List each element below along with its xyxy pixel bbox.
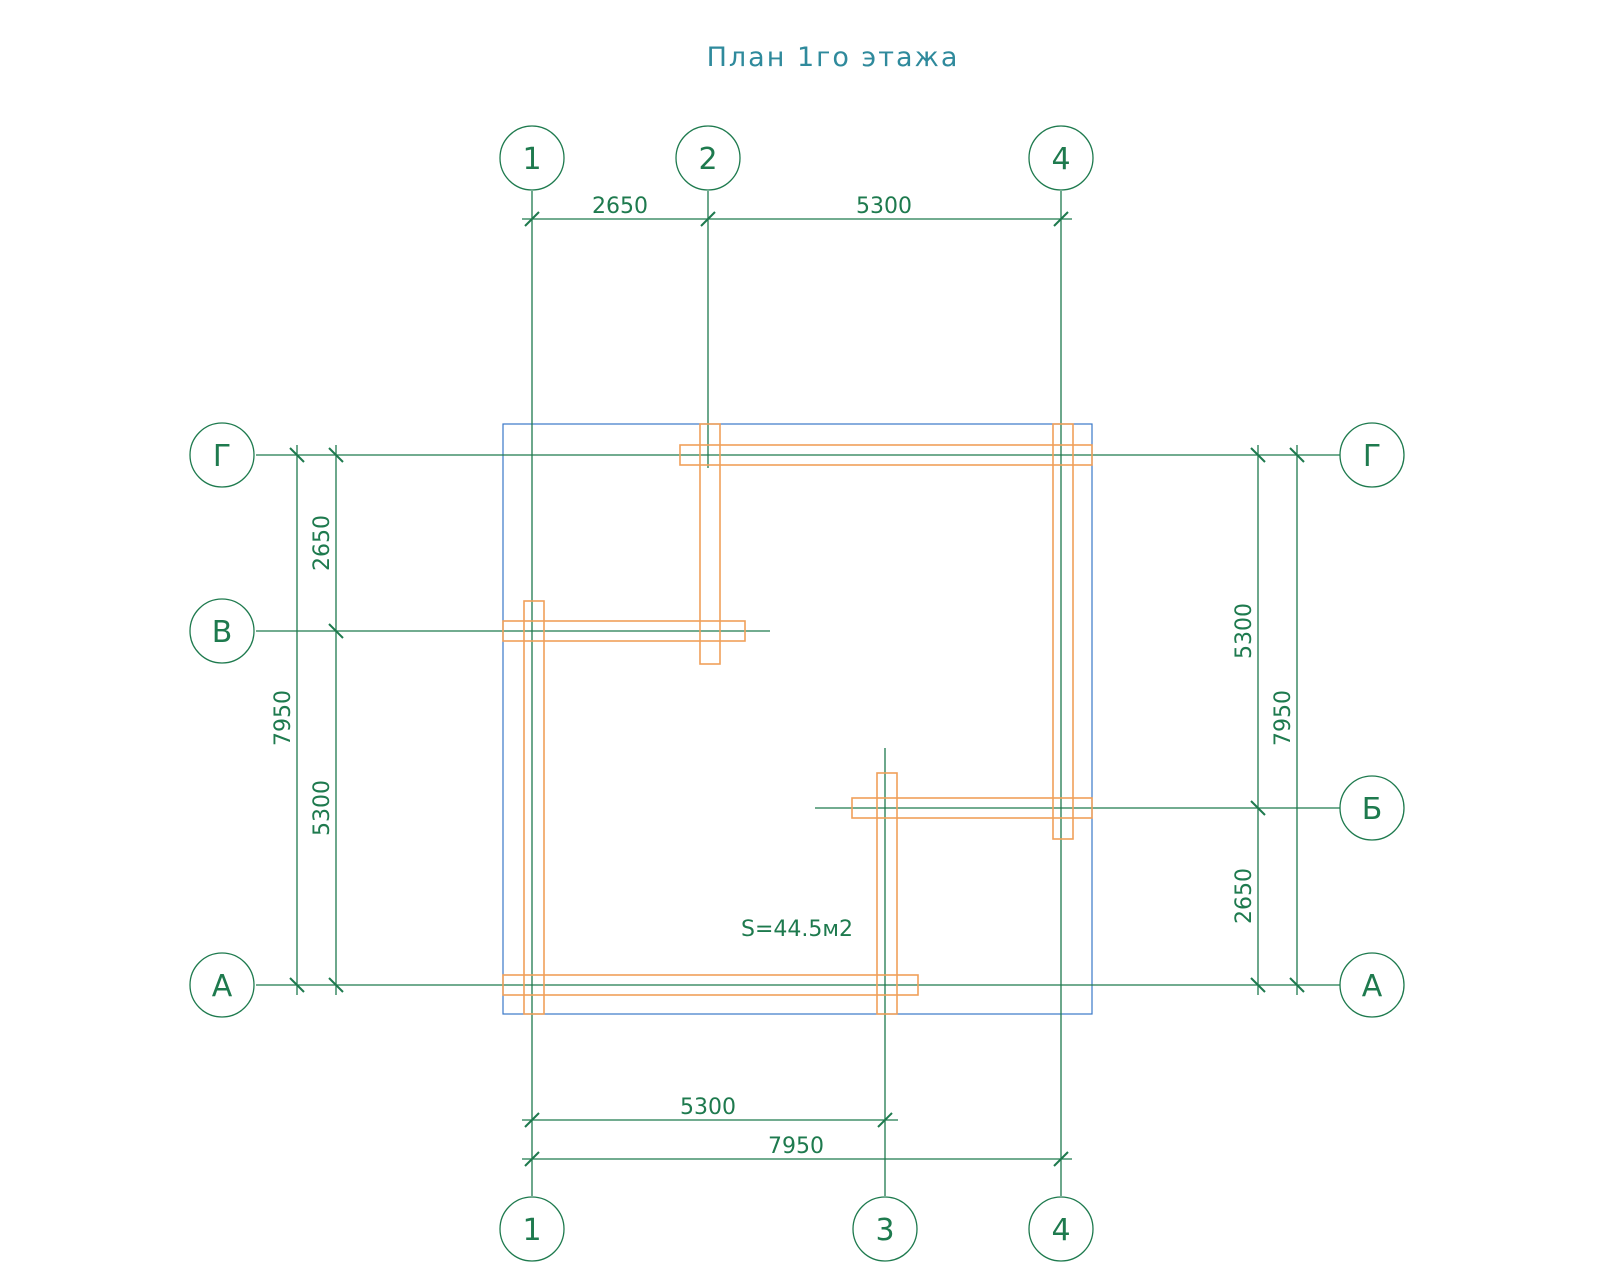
axis-bubble-bottom-1: 1 bbox=[499, 1196, 565, 1262]
dim-right-total: 7950 bbox=[1271, 690, 1296, 746]
axis-bubble-left-G: Г bbox=[189, 422, 255, 488]
axis-bubble-top-4: 4 bbox=[1028, 125, 1094, 191]
svg-text:1: 1 bbox=[522, 142, 541, 177]
wall-axis-V bbox=[502, 620, 746, 642]
wall-axis-1 bbox=[523, 600, 545, 1015]
svg-text:1: 1 bbox=[522, 1213, 541, 1248]
svg-text:В: В bbox=[212, 615, 233, 650]
svg-text:3: 3 bbox=[875, 1213, 894, 1248]
dim-left-V-A: 5300 bbox=[310, 780, 335, 836]
dim-right-B-A: 2650 bbox=[1232, 868, 1257, 924]
plan-title: План 1го этажа bbox=[707, 42, 960, 73]
dim-bottom-1-3: 5300 bbox=[680, 1095, 736, 1120]
axis-bubble-top-2: 2 bbox=[675, 125, 741, 191]
svg-text:4: 4 bbox=[1051, 142, 1070, 177]
vertical-grid-lines bbox=[531, 191, 1062, 1196]
dim-left-total: 7950 bbox=[271, 690, 296, 746]
walls bbox=[502, 423, 1093, 1015]
axis-bubble-right-A: А bbox=[1339, 952, 1405, 1018]
dim-top-2-4: 5300 bbox=[856, 194, 912, 219]
dim-top-1-2: 2650 bbox=[592, 194, 648, 219]
svg-text:А: А bbox=[212, 969, 233, 1004]
svg-text:Б: Б bbox=[1362, 792, 1383, 827]
svg-text:Г: Г bbox=[1363, 439, 1381, 474]
wall-top bbox=[679, 444, 1093, 466]
axis-bubble-right-B: Б bbox=[1339, 775, 1405, 841]
axis-bubble-bottom-3: 3 bbox=[852, 1196, 918, 1262]
axis-bubble-left-A: А bbox=[189, 952, 255, 1018]
svg-text:2: 2 bbox=[698, 142, 717, 177]
wall-bottom bbox=[502, 974, 919, 996]
svg-text:4: 4 bbox=[1051, 1213, 1070, 1248]
wall-axis-3 bbox=[876, 772, 898, 1015]
dimension-lines bbox=[289, 211, 1305, 1167]
axis-bubble-bottom-4: 4 bbox=[1028, 1196, 1094, 1262]
svg-text:А: А bbox=[1362, 969, 1383, 1004]
area-label: S=44.5м2 bbox=[741, 917, 853, 942]
wall-axis-B bbox=[851, 797, 1093, 819]
horizontal-grid-lines bbox=[256, 454, 1340, 986]
svg-text:Г: Г bbox=[213, 439, 231, 474]
slab-outline bbox=[502, 423, 1093, 1015]
dim-right-G-B: 5300 bbox=[1232, 603, 1257, 659]
axis-bubble-top-1: 1 bbox=[499, 125, 565, 191]
dim-left-G-V: 2650 bbox=[310, 515, 335, 571]
wall-axis-2 bbox=[699, 423, 721, 665]
dim-bottom-1-4: 7950 bbox=[768, 1134, 824, 1159]
axis-bubble-right-G: Г bbox=[1339, 422, 1405, 488]
axis-bubble-left-V: В bbox=[189, 598, 255, 664]
wall-axis-4 bbox=[1052, 423, 1074, 840]
